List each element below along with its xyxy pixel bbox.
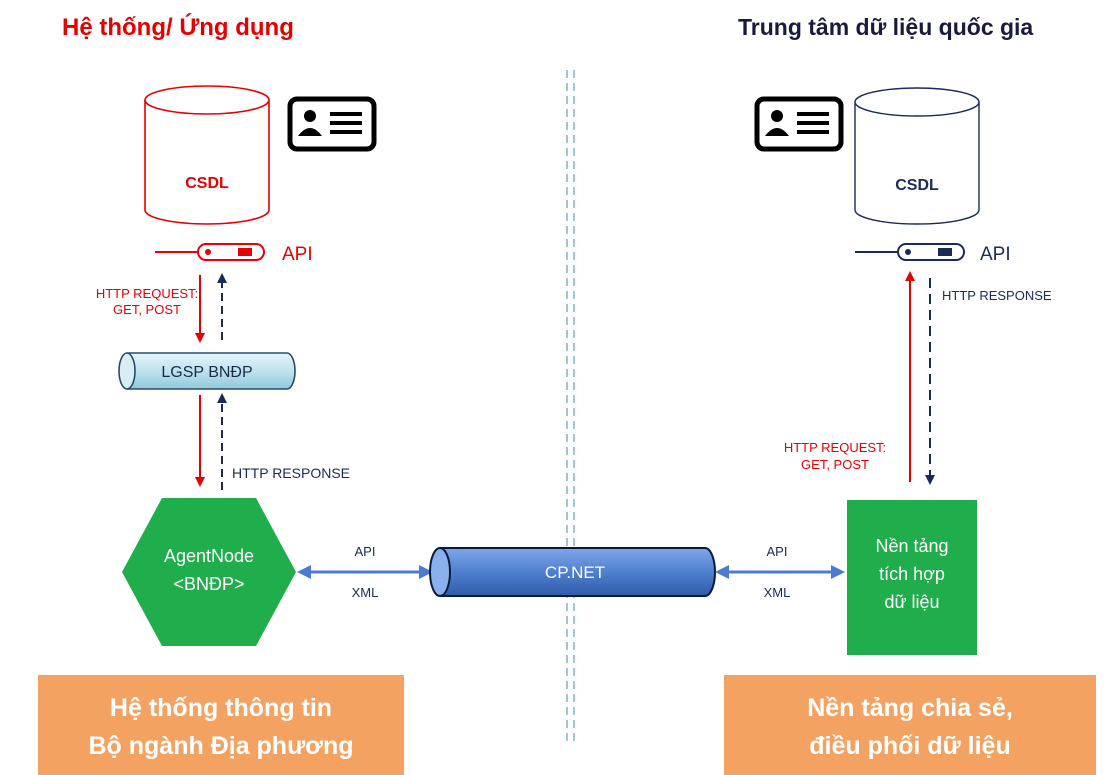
left-link-api-label: API (355, 544, 376, 559)
right-link-api-label: API (767, 544, 788, 559)
right-api-label: API (980, 244, 1011, 265)
left-response-label: HTTP RESPONSE (232, 465, 350, 481)
integration-platform-box: Nền tảng tích hợp dữ liệu (847, 500, 977, 655)
right-db-label: CSDL (895, 177, 939, 194)
right-footer-line1: Nền tảng chia sẻ, (807, 694, 1013, 722)
left-request-label-line1: HTTP REQUEST: (96, 286, 198, 301)
cpnet-label: CP.NET (545, 563, 605, 582)
cpnet-pipe-icon (429, 547, 716, 597)
right-id-card-icon (754, 96, 844, 152)
lgsp-label: LGSP BNĐP (161, 364, 252, 381)
left-api-connector-icon (155, 243, 265, 261)
platform-label-line2: tích hợp (879, 564, 945, 584)
right-section-title: Trung tâm dữ liệu quốc gia (738, 14, 1034, 40)
left-database-icon (144, 85, 270, 225)
right-request-label-line2: GET, POST (801, 457, 869, 472)
right-response-label: HTTP RESPONSE (942, 288, 1052, 303)
right-footer-box: Nền tảng chia sẻ, điều phối dữ liệu (724, 675, 1096, 775)
left-api-label: API (282, 244, 313, 265)
center-divider (566, 70, 575, 745)
left-footer-box: Hệ thống thông tin Bộ ngành Địa phương (38, 675, 404, 775)
right-request-label-line1: HTTP REQUEST: (784, 440, 886, 455)
agentnode-hexagon (122, 498, 296, 646)
right-database-icon (854, 87, 980, 225)
agentnode-label-line1: AgentNode (164, 546, 254, 566)
lgsp-pipe-icon (118, 352, 296, 390)
left-footer-line2: Bộ ngành Địa phương (88, 732, 354, 760)
right-footer-line2: điều phối dữ liệu (809, 732, 1011, 760)
platform-label-line3: dữ liệu (884, 592, 940, 612)
left-request-label-line2: GET, POST (113, 302, 181, 317)
left-section-title: Hệ thống/ Ứng dụng (62, 14, 294, 41)
left-footer-line1: Hệ thống thông tin (109, 694, 333, 722)
platform-label-line1: Nền tảng (875, 536, 949, 556)
agentnode-label-line2: <BNĐP> (173, 574, 244, 594)
right-link-xml-label: XML (764, 585, 791, 600)
left-link-xml-label: XML (352, 585, 379, 600)
right-api-connector-icon (855, 243, 965, 261)
left-id-card-icon (287, 96, 377, 152)
left-db-label: CSDL (185, 175, 229, 192)
